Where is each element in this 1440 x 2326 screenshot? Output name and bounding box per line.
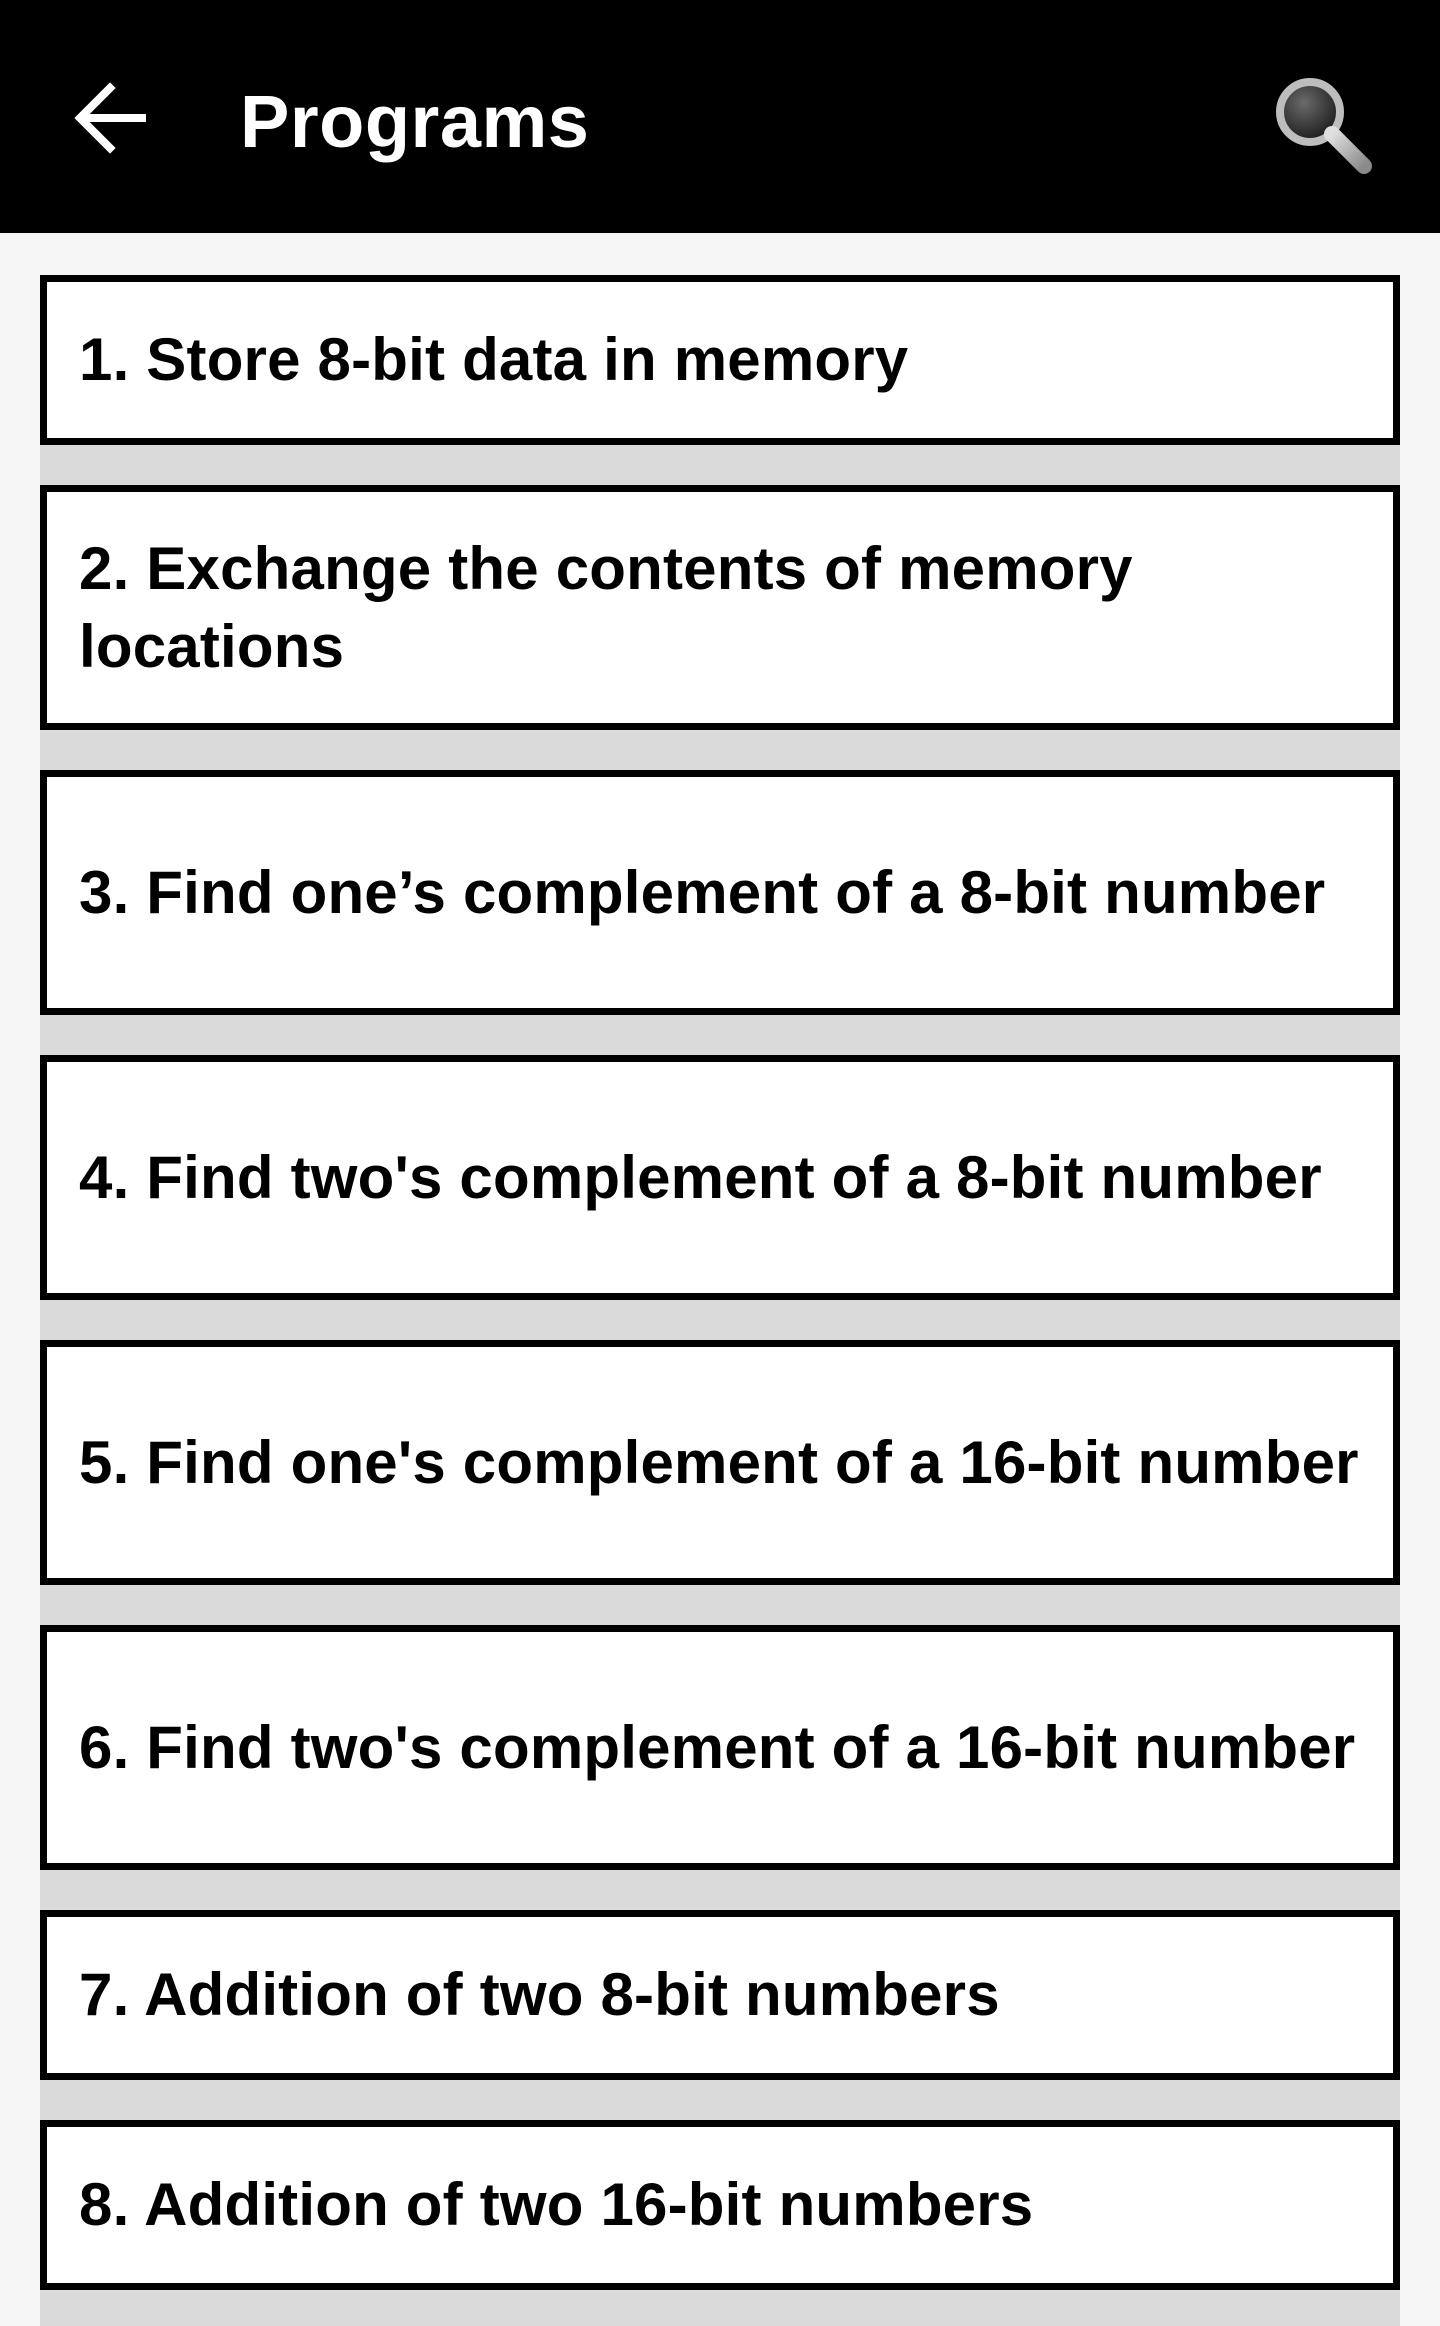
app-bar: Programs (0, 0, 1440, 233)
program-item-label: 2. Exchange the contents of memory locat… (79, 534, 1133, 680)
program-item-label: 6. Find two's complement of a 16-bit num… (79, 1713, 1356, 1781)
program-item-label: 1. Store 8-bit data in memory (79, 326, 909, 393)
program-item[interactable]: 8. Addition of two 16-bit numbers (40, 2120, 1400, 2290)
program-item-label: 4. Find two's complement of a 8-bit numb… (79, 1143, 1322, 1211)
program-item[interactable]: 6. Find two's complement of a 16-bit num… (40, 1625, 1400, 1870)
page-title: Programs (240, 80, 590, 163)
program-item[interactable]: 5. Find one's complement of a 16-bit num… (40, 1340, 1400, 1585)
program-item-label: 3. Find one’s complement of a 8-bit numb… (79, 858, 1326, 926)
program-item-label: 5. Find one's complement of a 16-bit num… (79, 1428, 1359, 1496)
program-item-label: 8. Addition of two 16-bit numbers (79, 2171, 1034, 2238)
program-item[interactable]: 7. Addition of two 8-bit numbers (40, 1910, 1400, 2080)
search-icon (1276, 78, 1372, 174)
arrow-left-icon (74, 82, 146, 154)
program-item[interactable]: 4. Find two's complement of a 8-bit numb… (40, 1055, 1400, 1300)
program-item[interactable]: 1. Store 8-bit data in memory (40, 275, 1400, 445)
program-item-label: 7. Addition of two 8-bit numbers (79, 1961, 1000, 2028)
program-item[interactable]: 3. Find one’s complement of a 8-bit numb… (40, 770, 1400, 1015)
back-button[interactable] (60, 68, 160, 168)
search-button[interactable] (1268, 70, 1378, 180)
program-item[interactable]: 2. Exchange the contents of memory locat… (40, 485, 1400, 730)
